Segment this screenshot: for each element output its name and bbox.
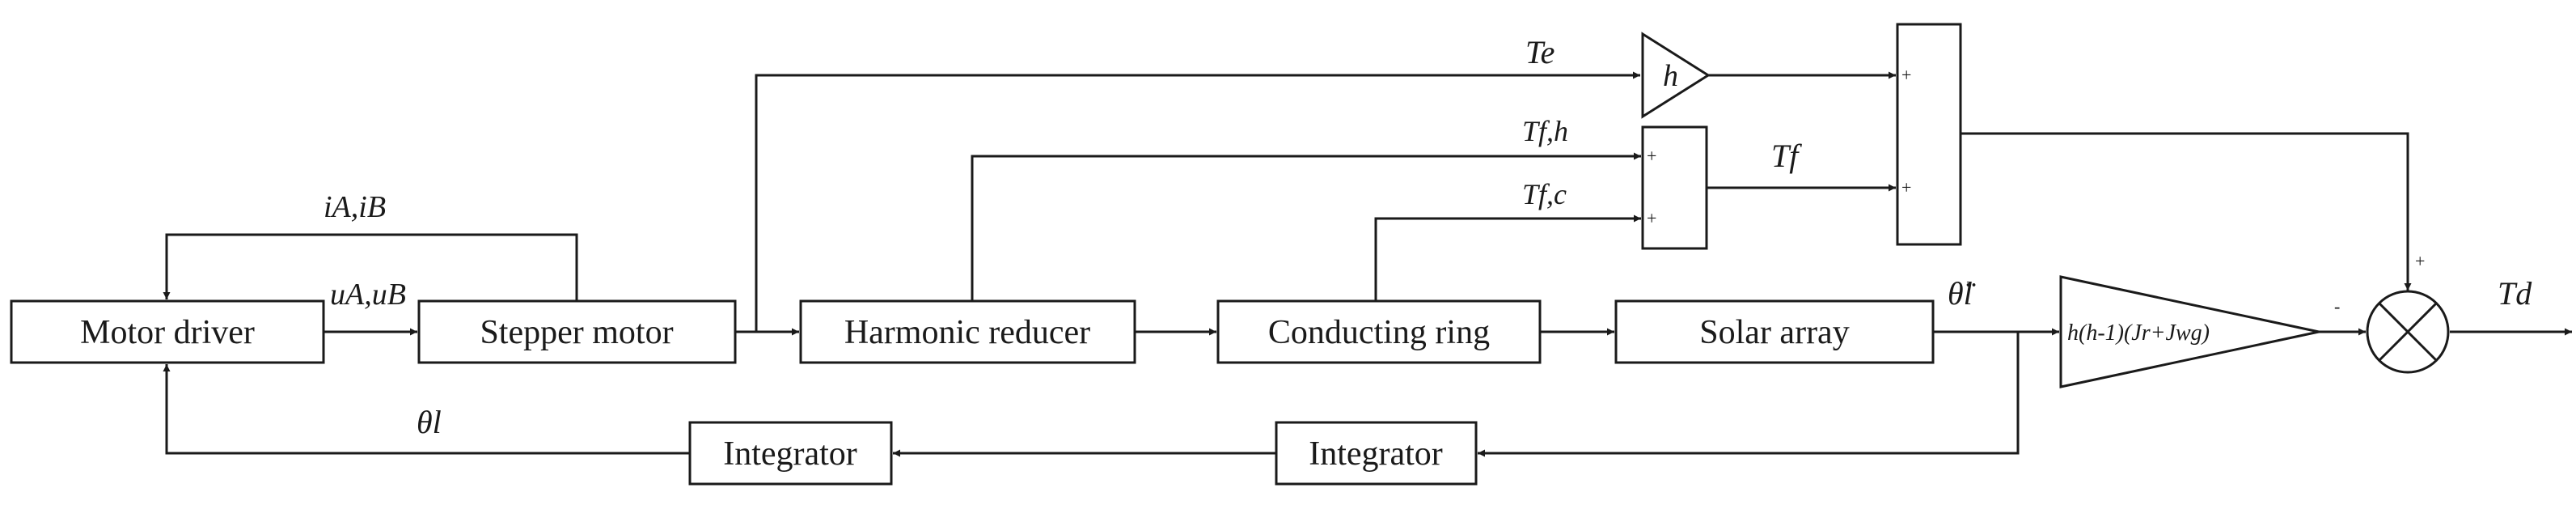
junction-plus-sign: + (2415, 251, 2425, 271)
harmonic-reducer-block: Harmonic reducer (799, 299, 1136, 364)
label-tfh: Tf,h (1522, 115, 1568, 147)
motor-driver-label: Motor driver (80, 314, 255, 351)
integrator-right-block: Integrator (1275, 421, 1478, 486)
wire-angle-feedback (163, 364, 690, 455)
integrator-left-block: Integrator (688, 421, 893, 486)
junction-cross-b (2378, 302, 2438, 362)
summing-junction: + - (2334, 251, 2450, 374)
inertia-gain-label: h(h-1)(Jr+Jwg) (2067, 320, 2210, 346)
wire-current-feedback (163, 233, 578, 301)
label-voltage: uA,uB (330, 278, 406, 312)
integrator-right-label: Integrator (1309, 435, 1443, 473)
friction-sum-block: + + (1641, 125, 1708, 250)
torque-sum-plus-bottom: + (1901, 177, 1911, 197)
label-te: Te (1525, 34, 1554, 70)
torque-sum-block: + + (1896, 23, 1962, 246)
wire-tfc (1374, 214, 1641, 301)
integrator-left-label: Integrator (723, 435, 857, 473)
conducting-ring-block: Conducting ring (1216, 299, 1542, 364)
wire-accel-to-integrator (1478, 332, 2020, 457)
inertia-gain-block: h(h-1)(Jr+Jwg) (2059, 275, 2320, 388)
wire-te (755, 71, 1640, 332)
junction-minus-sign: - (2334, 296, 2340, 316)
friction-sum-plus-top: + (1647, 146, 1656, 166)
solar-array-block: Solar array (1614, 299, 1935, 364)
wire-sum-to-junction (1961, 132, 2412, 291)
friction-sum-plus-bottom: + (1647, 208, 1656, 228)
motor-driver-block: Motor driver (10, 299, 325, 364)
label-accel: θ̈l (1948, 275, 1976, 312)
conducting-ring-label: Conducting ring (1268, 314, 1490, 351)
torque-sum-plus-top: + (1901, 65, 1911, 85)
label-tf: Tf (1771, 138, 1802, 174)
harmonic-reducer-label: Harmonic reducer (844, 314, 1090, 351)
label-current: iA,iB (324, 190, 386, 224)
stepper-motor-block: Stepper motor (417, 299, 737, 364)
gain-h-block: h (1641, 32, 1711, 119)
connectors (163, 71, 2572, 457)
solar-array-label: Solar array (1699, 314, 1849, 351)
gain-h-label: h (1663, 59, 1678, 93)
label-tfc: Tf,c (1522, 178, 1567, 210)
label-output-td: Td (2498, 275, 2532, 312)
wire-tfh (971, 152, 1641, 301)
label-angle: θl (417, 404, 442, 440)
stepper-motor-label: Stepper motor (480, 314, 673, 351)
